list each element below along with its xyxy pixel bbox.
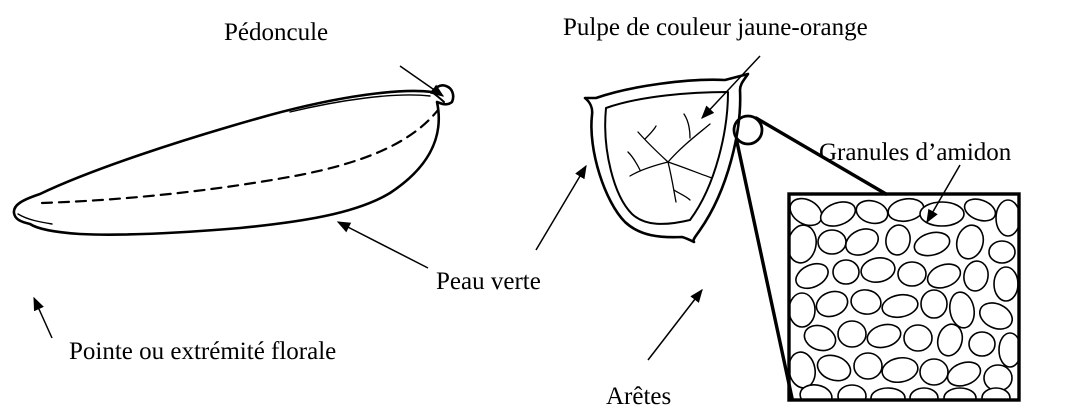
label-floral-tip: Pointe ou extrémité florale	[69, 338, 336, 365]
plantain-fruit	[14, 85, 453, 234]
tip-arrow	[34, 298, 52, 338]
starch-granule-box	[785, 193, 1021, 410]
section-outer-skin	[585, 74, 748, 242]
label-peduncle: Pédoncule	[224, 19, 328, 46]
fruit-cross-section	[585, 74, 762, 242]
section-inner-pulp	[605, 92, 728, 224]
skin-arrow-section	[536, 166, 586, 250]
section-core-lines	[628, 114, 712, 202]
zoom-line-bottom	[737, 142, 792, 398]
label-pulp: Pulpe de couleur jaune-orange	[563, 14, 868, 41]
label-starch-granules: Granules d’amidon	[819, 139, 1012, 166]
skin-arrow-fruit	[338, 222, 428, 268]
fruit-top-stroke	[290, 95, 430, 112]
ridges-arrow	[648, 290, 702, 360]
label-green-skin: Peau verte	[436, 268, 541, 295]
fruit-outline	[14, 85, 453, 234]
peduncle-shape	[432, 92, 444, 102]
pulp-arrow	[702, 56, 760, 118]
label-ridges: Arêtes	[606, 383, 671, 410]
